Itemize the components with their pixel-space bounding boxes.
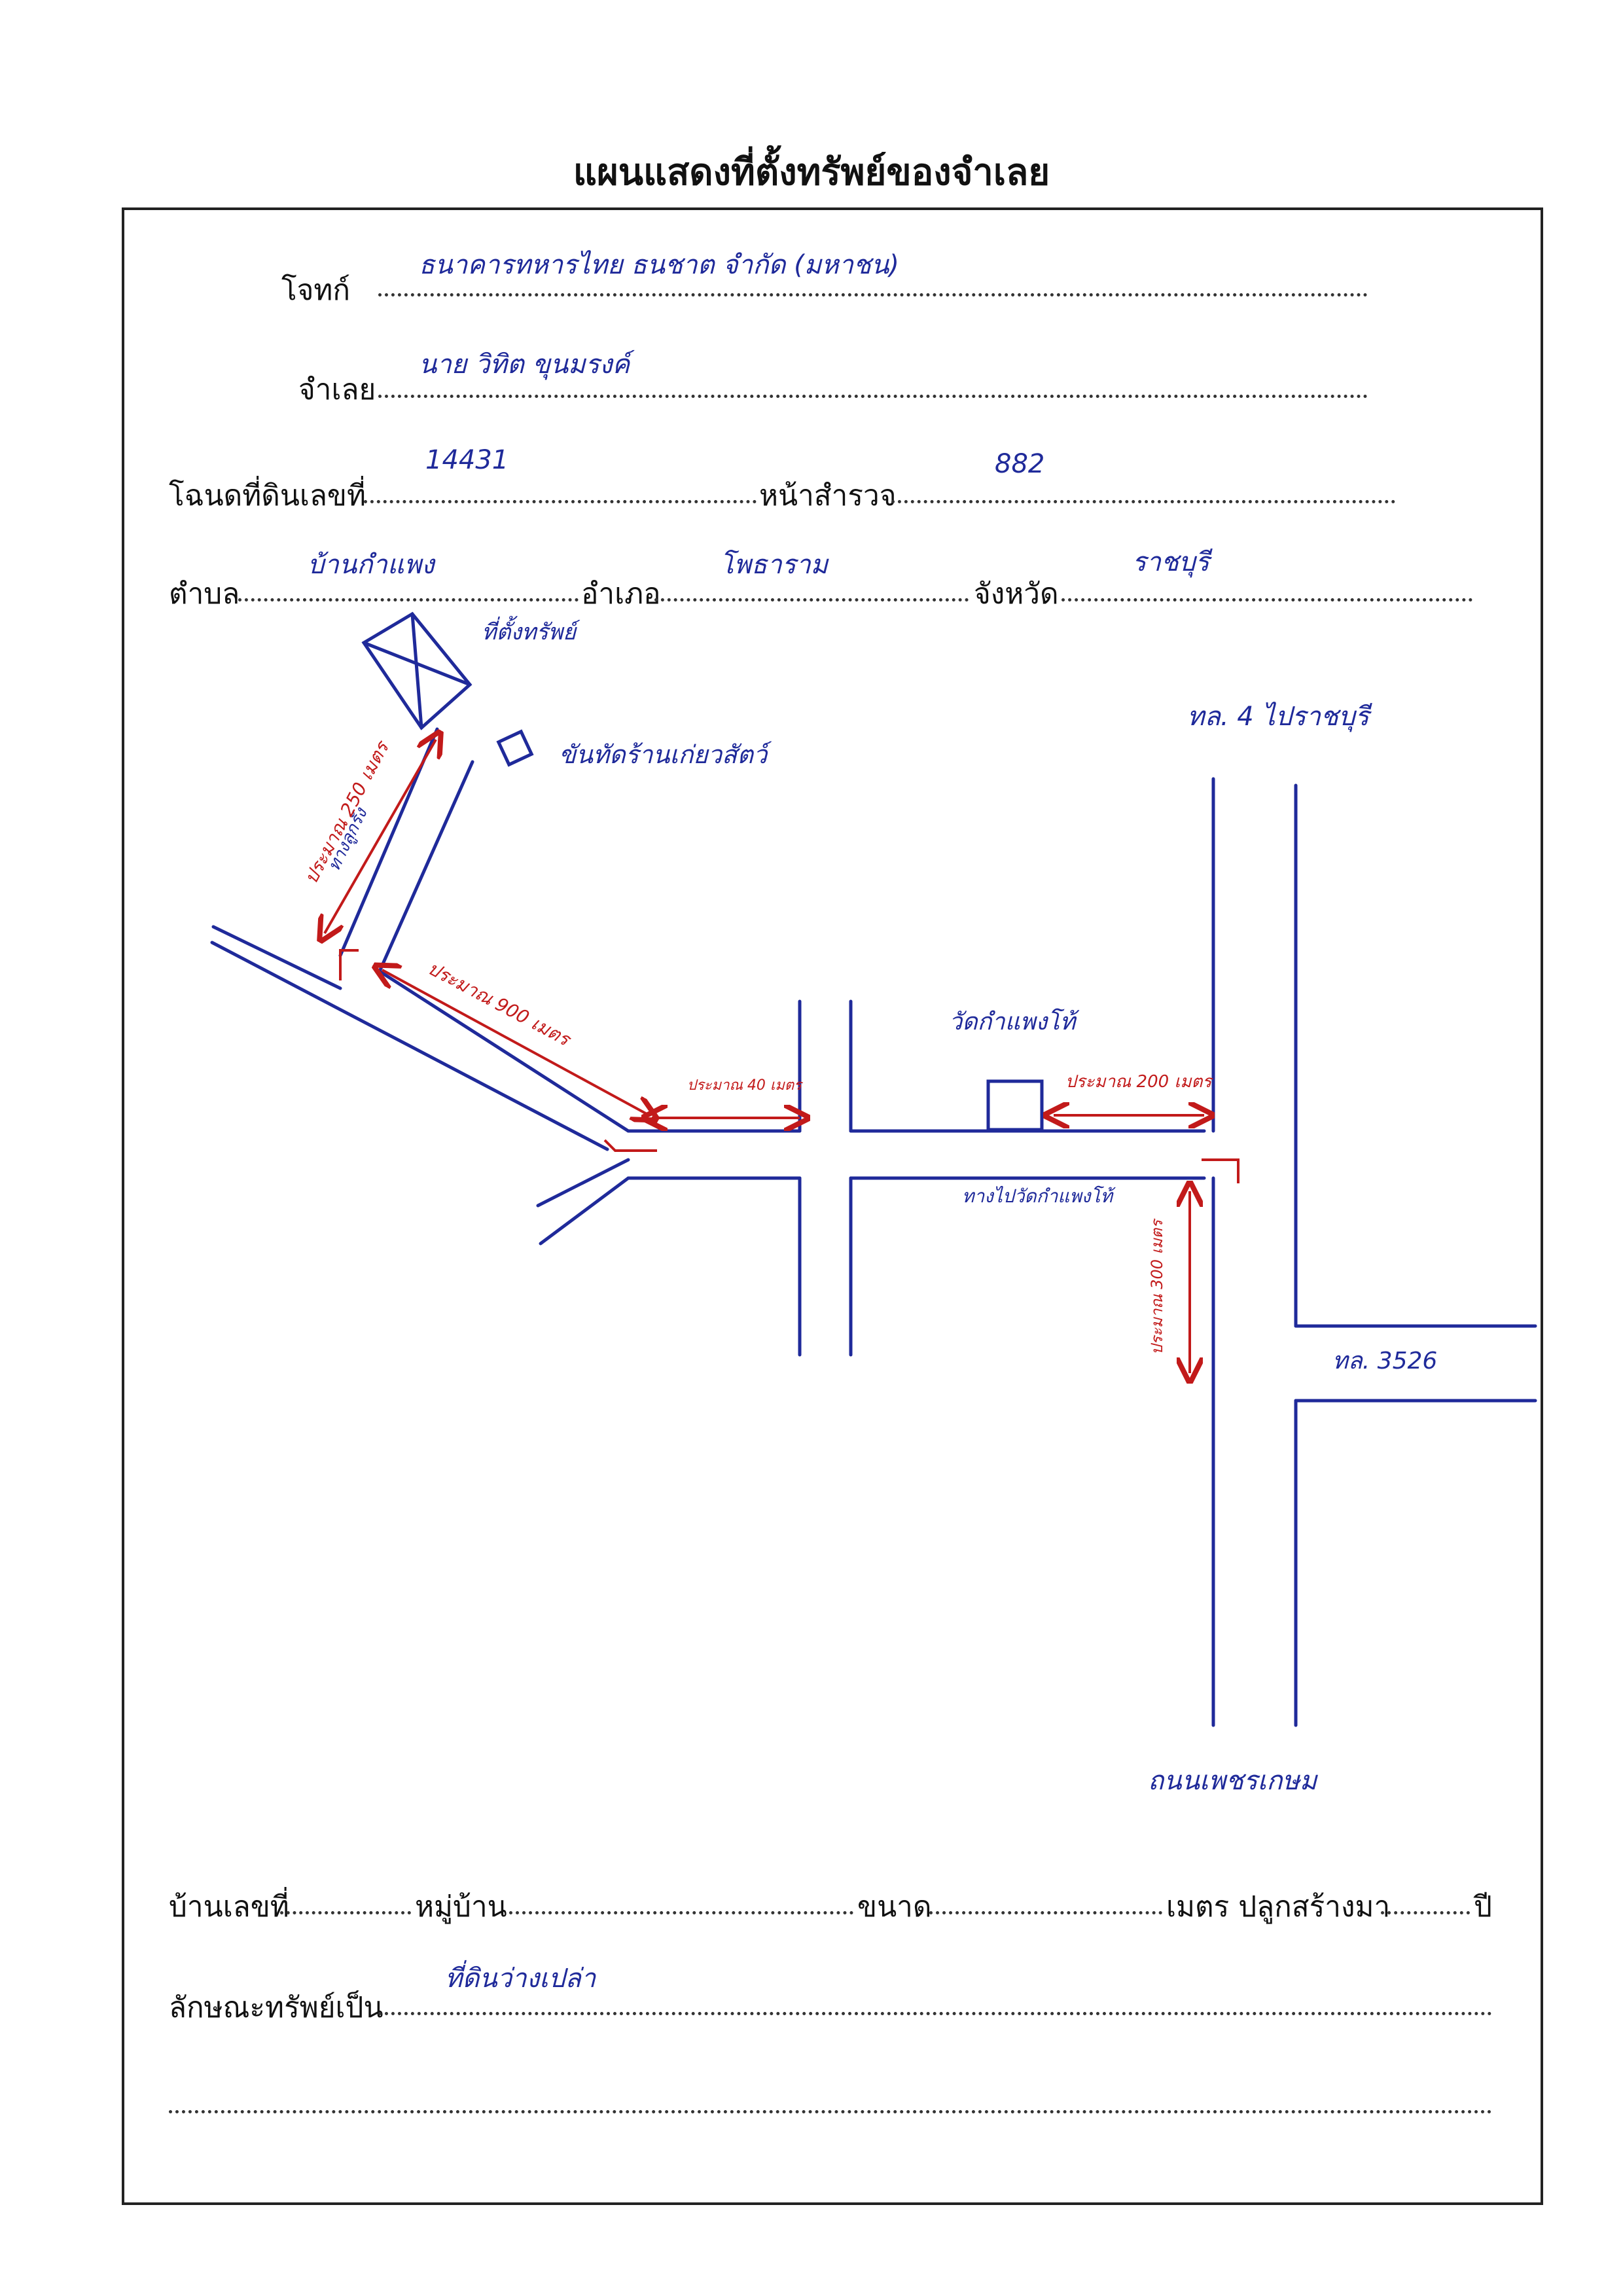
temple-road-label: ทางไปวัดกำแพงโท้ bbox=[962, 1185, 1113, 1207]
survey-value: 882 bbox=[995, 449, 1045, 479]
subdistrict-value: บ้านกำแพง bbox=[308, 550, 435, 580]
village-line bbox=[509, 1911, 853, 1914]
defendant-line bbox=[378, 395, 1368, 398]
main-road-fork-a bbox=[536, 1158, 630, 1208]
map-frame bbox=[122, 207, 1543, 2205]
bottom-road-label: ถนนเพชรเกษม bbox=[1148, 1766, 1317, 1796]
landmark-label: ขันทัดร้านเก่ยวสัตว์ bbox=[559, 740, 768, 769]
size-label: ขนาด bbox=[857, 1890, 932, 1924]
plaintiff-value: ธนาคารทหารไทย ธนชาต จำกัด (มหาชน) bbox=[419, 250, 900, 280]
turn-arrow-left bbox=[339, 949, 359, 980]
village-label: หมู่บ้าน bbox=[415, 1890, 507, 1924]
turn-arrow-temple bbox=[1202, 1158, 1240, 1183]
meters-built-label: เมตร ปลูกสร้างมา bbox=[1166, 1890, 1391, 1924]
page-title: แผนแสดงที่ตั้งทรัพย์ของจำเลย bbox=[573, 151, 1050, 194]
province-value: ราชบุรี bbox=[1132, 547, 1209, 577]
main-road-top-left bbox=[211, 925, 342, 990]
dist-200-label: ประมาณ 200 เมตร bbox=[1065, 1072, 1212, 1092]
year-line bbox=[1381, 1911, 1470, 1914]
plaintiff-line bbox=[378, 293, 1368, 296]
house-no-line bbox=[280, 1911, 411, 1914]
survey-label: หน้าสำรวจ bbox=[759, 479, 897, 512]
province-label: จังหวัด bbox=[974, 577, 1059, 611]
turn-arrow-main bbox=[603, 1139, 657, 1152]
property-type-label: ลักษณะทรัพย์เป็น bbox=[169, 1991, 383, 2024]
survey-line bbox=[891, 500, 1395, 503]
dist-250-arrow bbox=[325, 740, 436, 933]
defendant-label: จำเลย bbox=[298, 373, 376, 406]
district-line bbox=[654, 598, 969, 601]
temple-building bbox=[986, 1079, 1044, 1132]
subdistrict-line bbox=[238, 598, 579, 601]
dist-900-arrow bbox=[382, 970, 649, 1115]
district-label: อำเภอ bbox=[581, 577, 661, 611]
extra-notes-line bbox=[169, 2110, 1492, 2113]
province-line bbox=[1061, 598, 1472, 601]
house-no-label: บ้านเลขที่ bbox=[169, 1890, 289, 1924]
property-location-label: ที่ตั้งทรัพย์ bbox=[482, 619, 577, 645]
subdistrict-label: ตำบล bbox=[169, 577, 240, 611]
district-value: โพธาราม bbox=[720, 550, 829, 580]
dist-40-label: ประมาณ 40 เมตร bbox=[687, 1077, 802, 1094]
deed-label: โฉนดที่ดินเลขที่ bbox=[169, 479, 366, 512]
landmark-square bbox=[496, 729, 534, 767]
highway4-label: ทล. 4 ไปราชบุรี bbox=[1187, 702, 1369, 732]
deed-value: 14431 bbox=[425, 445, 509, 475]
defendant-value: นาย วิทิต ขุนมรงค์ bbox=[419, 350, 630, 380]
property-cross-b bbox=[410, 612, 423, 730]
year-label: ปี bbox=[1474, 1890, 1492, 1924]
access-road-right bbox=[378, 760, 474, 973]
dist-300-label: ประมาณ 300 เมตร bbox=[1148, 1219, 1166, 1355]
highway3526-label: ทล. 3526 bbox=[1332, 1348, 1438, 1374]
plaintiff-label: โจทก์ bbox=[281, 274, 351, 307]
property-type-value: ที่ดินว่างเปล่า bbox=[445, 1964, 596, 1994]
temple-label: วัดกำแพงโท้ bbox=[949, 1009, 1076, 1035]
property-type-line bbox=[378, 2012, 1492, 2015]
main-road-fork-b bbox=[539, 1176, 630, 1246]
size-line bbox=[929, 1911, 1162, 1914]
deed-line bbox=[364, 500, 757, 503]
